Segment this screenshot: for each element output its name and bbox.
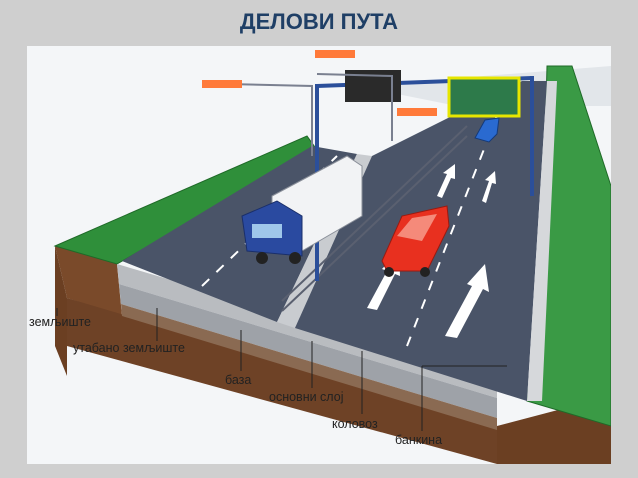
green-sign-panel [447, 76, 521, 118]
slide-title: ДЕЛОВИ ПУТА [239, 9, 399, 34]
shoulder-strip [527, 81, 557, 401]
label-base: база [225, 373, 251, 387]
street-lamps [226, 73, 393, 156]
red-car [381, 205, 450, 277]
truck [241, 155, 363, 264]
guard-rail [281, 125, 468, 312]
label-soil: земљиште [29, 315, 91, 329]
label-base-layer: основни слој [269, 390, 343, 404]
blue-car [474, 117, 500, 143]
label-shoulder: банкина [395, 433, 442, 447]
label-carriageway: коловоз [332, 417, 378, 431]
callout-lines [56, 308, 507, 431]
road-diagram: земљиште утабано земљиште база основни с… [27, 46, 611, 464]
label-compacted-soil: утабано земљиште [73, 341, 185, 355]
lane-markings [201, 115, 498, 347]
lamp-heads [202, 50, 437, 116]
